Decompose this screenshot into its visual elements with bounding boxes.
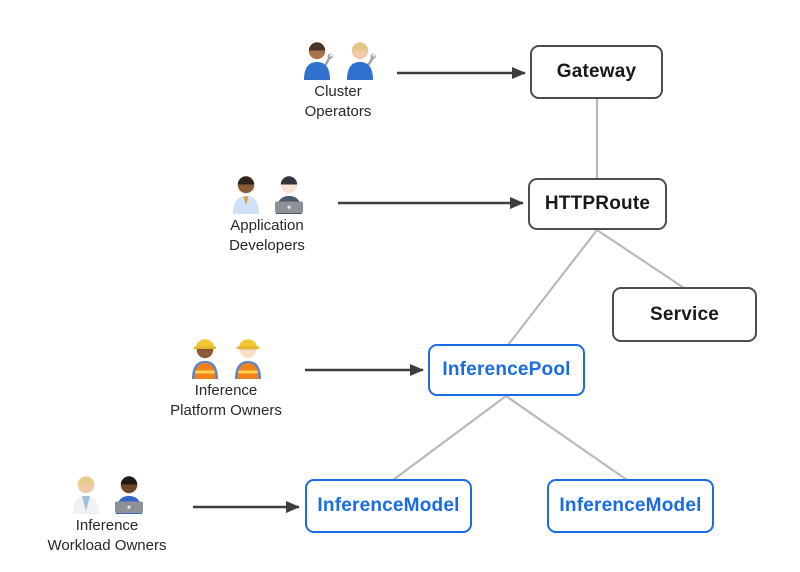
actor-label-line: Inference — [194, 382, 258, 399]
actor-label-line: Operators — [304, 103, 372, 120]
edge-inferencepool-inferencemodel-left — [392, 395, 507, 481]
actor-cluster-operators: Cluster Operators — [252, 36, 424, 122]
health-worker-icon — [72, 476, 99, 514]
actor-label-line: Developers — [229, 237, 305, 254]
node-inferencepool: InferencePool — [428, 344, 585, 396]
node-gateway: Gateway — [530, 45, 663, 99]
actor-label-line: Cluster — [314, 83, 362, 100]
actor-label-line: Inference — [75, 517, 139, 534]
actor-label: Cluster Operators — [305, 82, 372, 122]
actor-label-line: Platform Owners — [170, 402, 282, 419]
man-mechanic-icon — [303, 42, 333, 80]
node-httproute: HTTPRoute — [528, 178, 667, 230]
actor-application-developers: Application Developers — [181, 170, 353, 256]
node-service: Service — [612, 287, 757, 342]
edge-inferencepool-inferencemodel-right — [505, 395, 628, 481]
actor-arrows — [193, 67, 526, 513]
actor-inference-workload-owners: Inference Workload Owners — [21, 470, 193, 556]
man-construction-worker-icon — [234, 339, 261, 379]
actor-label-line: Application — [230, 217, 304, 234]
actor-inference-platform-owners: Inference Platform Owners — [140, 335, 312, 421]
actor-label: Inference Workload Owners — [48, 516, 167, 556]
actor-label-line: Workload Owners — [47, 537, 167, 554]
actor-label: Application Developers — [229, 216, 305, 256]
inference-workload-owners-emoji — [66, 470, 149, 514]
woman-technologist-icon — [274, 176, 303, 214]
inference-platform-owners-emoji — [185, 335, 268, 379]
application-developers-emoji — [226, 170, 309, 214]
woman-construction-worker-icon — [191, 339, 218, 379]
actor-label: Inference Platform Owners — [170, 381, 282, 421]
man-technologist-icon — [114, 476, 143, 514]
edge-httproute-inferencepool — [507, 229, 598, 346]
woman-mechanic-icon — [346, 42, 376, 80]
edge-httproute-service — [596, 229, 685, 289]
node-inferencemodel-left: InferenceModel — [305, 479, 472, 533]
man-office-worker-icon — [232, 176, 259, 214]
tree-connectors — [392, 99, 685, 481]
cluster-operators-emoji — [297, 36, 380, 80]
node-inferencemodel-right: InferenceModel — [547, 479, 714, 533]
